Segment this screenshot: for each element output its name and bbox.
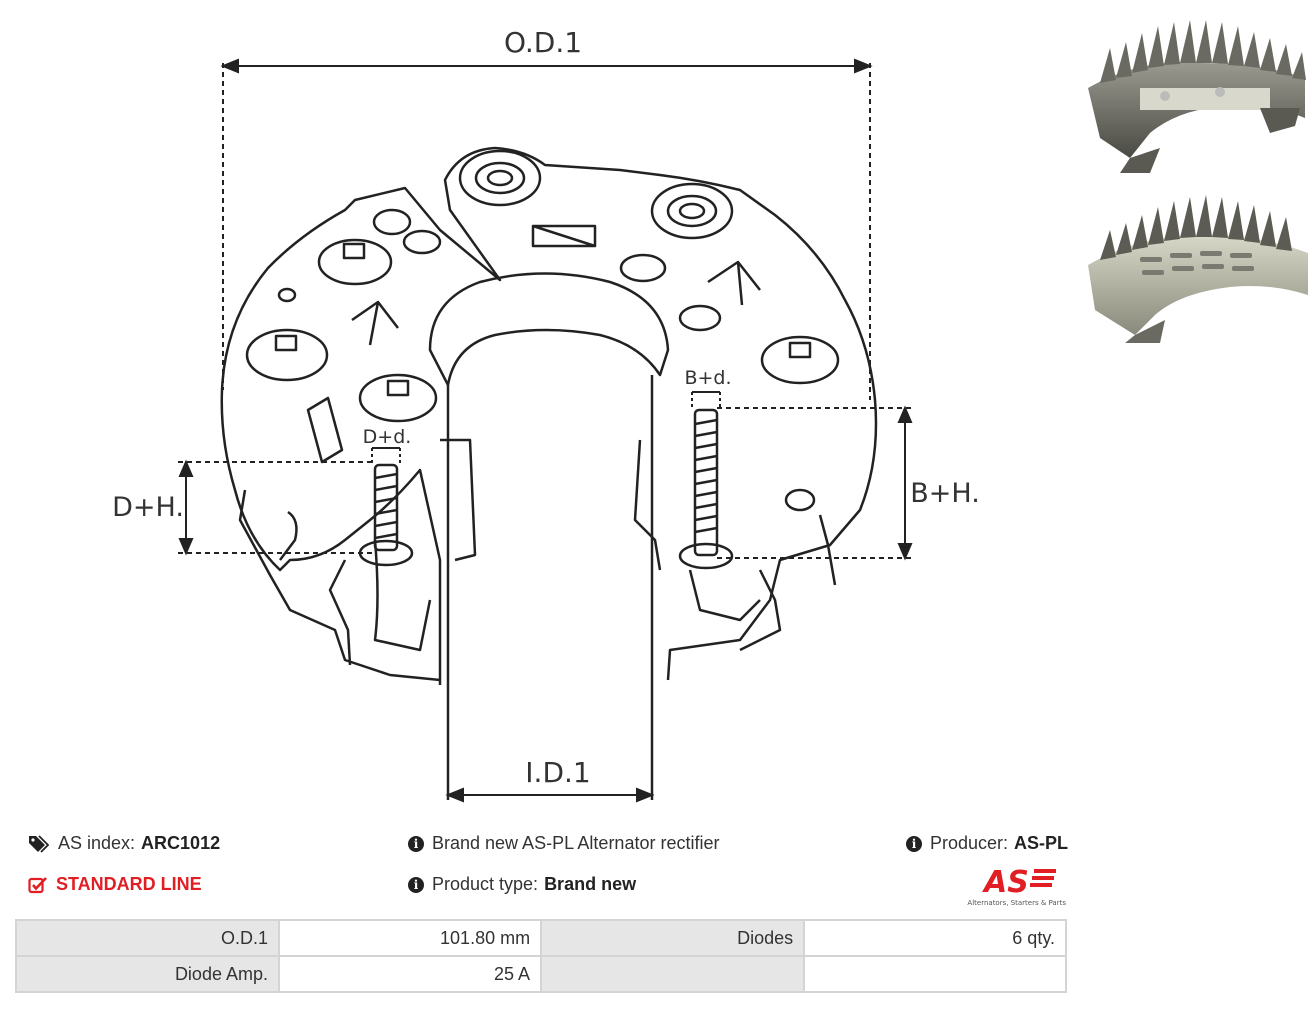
spec-value: 25 A [277,955,543,993]
product-photo-top[interactable] [1080,8,1316,178]
specs-table: O.D.1 101.80 mm Diodes 6 qty. Diode Amp.… [15,919,1067,993]
spec-key: Diode Amp. [15,955,280,993]
dh-label: D+H. [112,492,184,523]
spec-value: 101.80 mm [277,919,543,957]
dd-label: D+d. [363,426,412,448]
producer-value: AS-PL [1014,833,1069,853]
spec-value: 6 qty. [803,919,1067,957]
product-type-label: Product type: [432,874,539,894]
info-icon: i [906,835,922,852]
check-square-icon [28,876,47,893]
product-photo-bottom[interactable] [1080,175,1316,345]
tag-icon [29,834,50,853]
spec-key: O.D.1 [15,919,280,957]
description-row: i Brand new AS-PL Alternator rectifier [408,833,719,854]
as-index-row: AS index: ARC1012 [28,833,220,854]
as-pl-logo: AS Alternators, Starters & Parts [967,865,1066,907]
standard-line-label: STANDARD LINE [56,874,202,894]
spec-key [540,955,806,993]
svg-text:Alternators, Starters & Parts: Alternators, Starters & Parts [967,899,1066,907]
svg-text:AS: AS [982,865,1029,900]
id-label: I.D.1 [525,756,590,789]
product-type-value: Brand new [544,874,637,894]
bd-label: B+d. [684,367,731,389]
product-type-row: i Product type: Brand new [408,874,636,895]
technical-drawing: O.D.1 I.D.1 D+H. D+d. B+H. B+d. [112,26,980,803]
as-index-value: ARC1012 [141,833,221,853]
info-icon: i [408,876,424,893]
as-index-label: AS index: [58,833,136,853]
product-thumbnails [1080,0,1316,360]
producer-label: Producer: [930,833,1009,853]
spec-key: Diodes [540,919,806,957]
producer-row: i Producer: AS-PL [906,833,1068,854]
table-row: O.D.1 101.80 mm Diodes 6 qty. [15,919,1067,957]
od-label: O.D.1 [504,26,582,59]
standard-line-row: STANDARD LINE [28,874,202,895]
description-text: Brand new AS-PL Alternator rectifier [432,833,720,853]
table-row: Diode Amp. 25 A [15,955,1067,993]
info-icon: i [408,835,424,852]
spec-value [803,955,1067,993]
bh-label: B+H. [910,478,980,509]
